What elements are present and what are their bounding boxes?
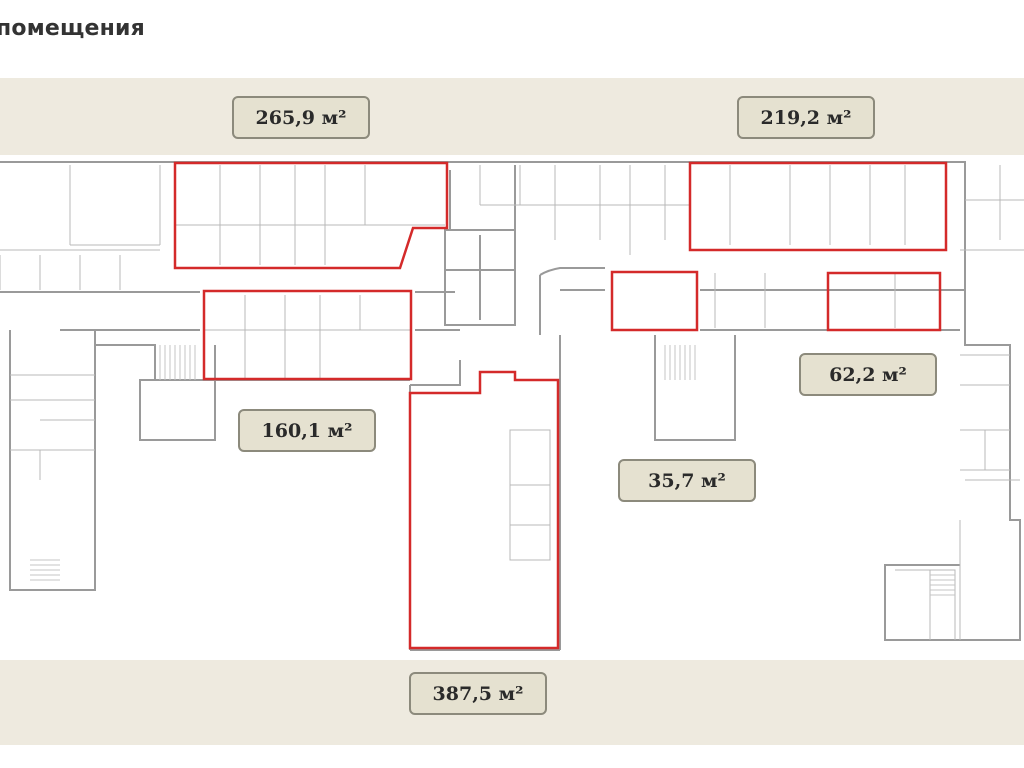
page-title: помещения (0, 16, 146, 41)
highlight-265-9 (173, 161, 449, 270)
area-label-160-1: 160,1 м² (238, 409, 376, 452)
area-label-265-9: 265,9 м² (232, 96, 370, 139)
area-label-387-5: 387,5 м² (409, 672, 547, 715)
highlight-35-7 (610, 270, 699, 332)
highlight-219-2 (688, 161, 948, 252)
area-label-62-2: 62,2 м² (799, 353, 937, 396)
plan-rooms (0, 165, 1024, 640)
highlight-62-2 (826, 271, 942, 332)
area-label-219-2: 219,2 м² (737, 96, 875, 139)
area-label-35-7: 35,7 м² (618, 459, 756, 502)
stairs (30, 345, 955, 596)
highlighted-areas (173, 161, 948, 650)
highlight-387-5 (408, 370, 560, 650)
highlight-160-1 (202, 289, 413, 381)
plan-floor (0, 155, 1024, 660)
